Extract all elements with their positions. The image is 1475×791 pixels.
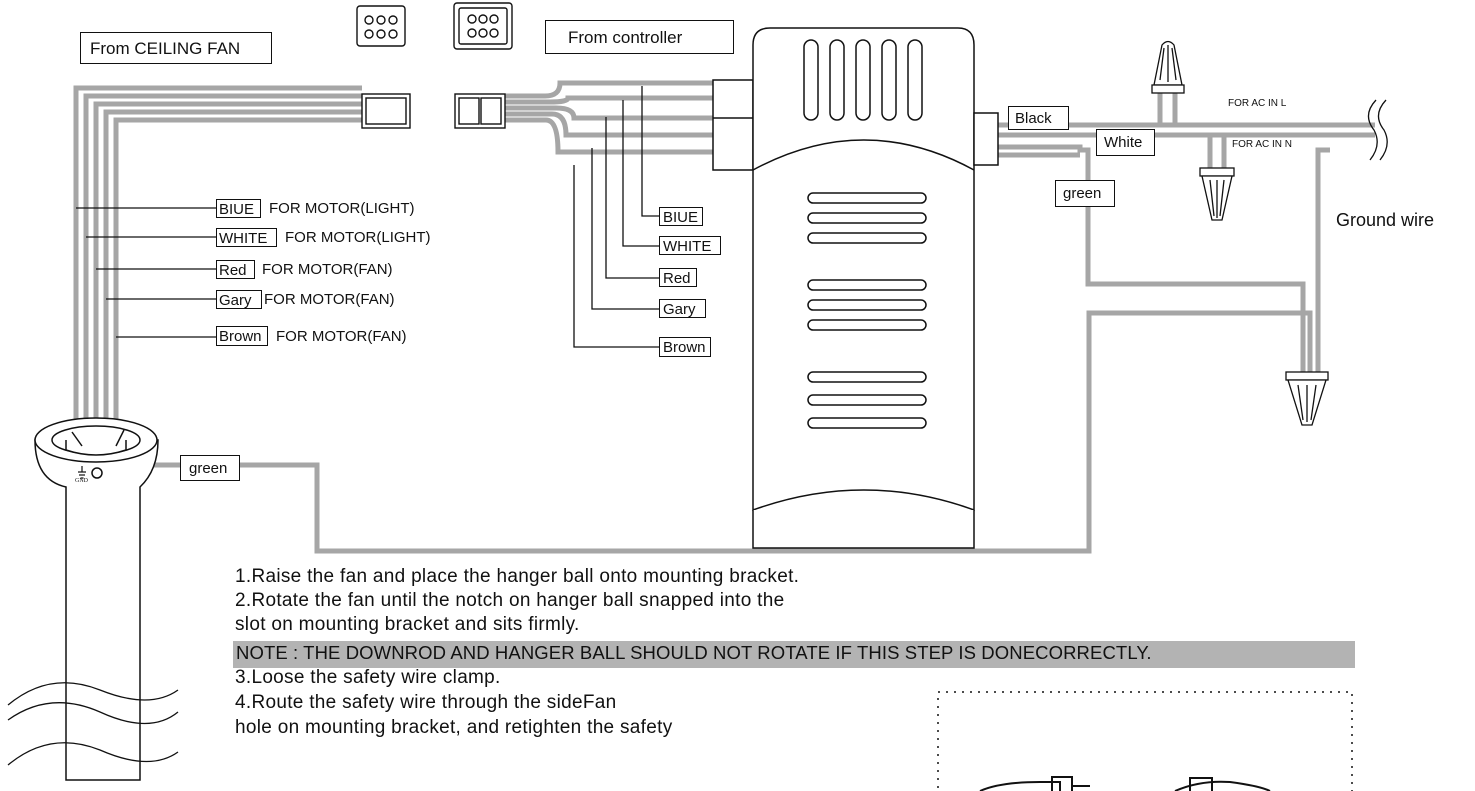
- wire-break-mark: [1367, 99, 1388, 161]
- wire-nut-bottom: [1285, 371, 1329, 426]
- left-wire-desc-gary: FOR MOTOR(FAN): [264, 291, 395, 308]
- note-highlight: [233, 641, 1355, 668]
- controller-unit: [712, 27, 999, 549]
- controller-wire-tag-blue: BIUE: [659, 207, 703, 226]
- from-controller-label: From controller: [545, 20, 734, 54]
- left-wire-tag-blue: BIUE: [216, 199, 261, 218]
- left-wire-desc-blue: FOR MOTOR(LIGHT): [269, 200, 415, 217]
- left-wire-tag-brown: Brown: [216, 326, 268, 346]
- instruction-step-2b: slot on mounting bracket and sits firmly…: [235, 614, 580, 635]
- black-wire-tag: Black: [1008, 106, 1069, 130]
- instruction-step-1: 1.Raise the fan and place the hanger bal…: [235, 566, 800, 587]
- controller-wire-tag-white: WHITE: [659, 236, 721, 255]
- green-wire-tag-left: green: [180, 455, 240, 481]
- instruction-step-3: 3.Loose the safety wire clamp.: [235, 667, 501, 688]
- ac-in-n-label: FOR AC IN N: [1232, 139, 1293, 150]
- from-ceiling-fan-label: From CEILING FAN: [80, 32, 272, 64]
- white-wire-tag: White: [1096, 129, 1155, 156]
- safety-clamp-sketch: [979, 776, 1271, 791]
- controller-wire-tag-red: Red: [659, 268, 697, 287]
- controller-wire-tag-brown: Brown: [659, 337, 711, 357]
- gnd-label: GND: [75, 478, 88, 484]
- downrod-wave: [7, 682, 179, 766]
- left-wire-tag-red: Red: [216, 260, 255, 279]
- instruction-step-4a: 4.Route the safety wire through the side…: [235, 692, 617, 713]
- wire-nut-top: [1151, 40, 1185, 94]
- ground-symbol-icon: [78, 466, 86, 479]
- plug-icon-left: [356, 5, 406, 47]
- controller-leader-lines: [573, 86, 659, 348]
- instruction-step-4b: hole on mounting bracket, and retighten …: [235, 717, 673, 738]
- left-wire-desc-white: FOR MOTOR(LIGHT): [285, 229, 431, 246]
- left-wire-tag-gary: Gary: [216, 290, 262, 309]
- plug-icon-right: [453, 2, 513, 50]
- canopy-hanger: [34, 417, 159, 781]
- left-wire-tag-white: WHITE: [216, 228, 277, 247]
- ac-in-l-label: FOR AC IN L: [1228, 98, 1287, 109]
- instruction-step-2a: 2.Rotate the fan until the notch on hang…: [235, 590, 785, 611]
- left-wire-desc-red: FOR MOTOR(FAN): [262, 261, 393, 278]
- dotted-detail-frame: [937, 691, 1353, 791]
- green-wire-tag-right: green: [1055, 180, 1115, 207]
- left-leader-lines: [76, 207, 216, 338]
- wire-nut-middle: [1199, 167, 1235, 221]
- connector-male: [361, 93, 411, 129]
- instruction-note: NOTE : THE DOWNROD AND HANGER BALL SHOUL…: [236, 642, 1152, 663]
- connector-female: [454, 93, 506, 129]
- controller-wire-tag-gary: Gary: [659, 299, 706, 318]
- left-wire-desc-brown: FOR MOTOR(FAN): [276, 328, 407, 345]
- ground-wire-label: Ground wire: [1336, 210, 1435, 230]
